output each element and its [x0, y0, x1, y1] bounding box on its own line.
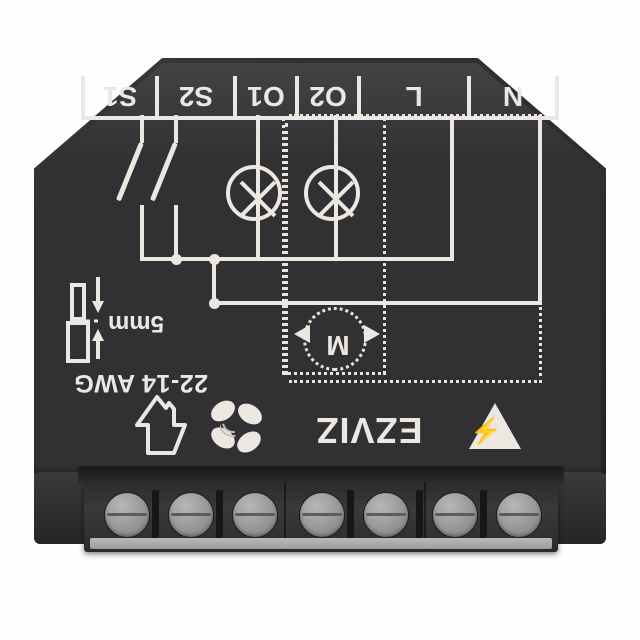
- terminal-divider: [152, 490, 159, 538]
- terminal-block-seam: [424, 482, 426, 550]
- printed-artwork: ⚡ EZVIZ: [34, 58, 606, 483]
- wire-strip-detail: 5mm: [60, 271, 170, 363]
- strip-length-label: 5mm: [108, 310, 165, 337]
- terminal-block-foot: [90, 538, 552, 549]
- smart-switch-module: ⚡ EZVIZ: [34, 58, 606, 483]
- terminal-label-s2: S2: [159, 76, 237, 120]
- junction-dot-motor: [209, 298, 220, 309]
- junction-dot-o1: [209, 254, 220, 265]
- terminal-label-row: N L O2 O1 S2 S1: [81, 76, 559, 120]
- motor-arrow-right-icon: [294, 325, 310, 343]
- terminal-block: [78, 466, 564, 552]
- terminal-screw[interactable]: [232, 492, 278, 538]
- terminal-screw[interactable]: [363, 492, 409, 538]
- terminal-divider: [480, 490, 487, 538]
- terminal-label-n: N: [471, 76, 559, 120]
- terminal-block-top-edge: [78, 466, 564, 484]
- terminal-screw[interactable]: [299, 492, 345, 538]
- wire-l-horizontal: [140, 257, 454, 261]
- terminal-screw[interactable]: [496, 492, 542, 538]
- terminal-label-o1: O1: [237, 76, 299, 120]
- ezviz-logo-icon: [206, 396, 266, 457]
- lamp-symbol-o2: [304, 165, 360, 221]
- wire-gauge-label: 22-14 AWG: [73, 369, 208, 397]
- lamp-symbol-o1: [226, 165, 282, 221]
- dashed-divider-line: [285, 123, 288, 375]
- terminal-divider: [347, 490, 354, 538]
- wire-s1-drop: [140, 205, 144, 261]
- print-header-row: ⚡ EZVIZ: [34, 389, 606, 461]
- motor-label: M: [326, 330, 350, 361]
- motor-symbol: M: [294, 307, 380, 371]
- terminal-label-o2: O2: [299, 76, 361, 120]
- terminal-screw[interactable]: [104, 492, 150, 538]
- wire-s2-drop: [174, 205, 178, 261]
- motor-arrow-left-icon: [364, 325, 380, 343]
- terminal-label-l: L: [361, 76, 471, 120]
- brand-wordmark: EZVIZ: [315, 410, 423, 451]
- wire-n-horizontal: [212, 301, 542, 305]
- insert-direction-arrow-icon: [134, 393, 188, 455]
- terminal-label-s1: S1: [81, 76, 159, 120]
- terminal-screw[interactable]: [432, 492, 478, 538]
- junction-dot-s2: [171, 254, 182, 265]
- terminal-block-seam: [284, 482, 286, 550]
- wire-n-vertical: [538, 115, 542, 305]
- terminal-block-left-wing: [34, 472, 92, 544]
- switch-symbol-s1: [115, 142, 144, 202]
- device-shell-inner: [39, 63, 601, 479]
- terminal-divider: [216, 490, 223, 538]
- terminal-screw[interactable]: [168, 492, 214, 538]
- terminal-divider: [416, 490, 423, 538]
- switch-symbol-s2: [149, 142, 178, 202]
- wire-l-vertical: [450, 115, 454, 261]
